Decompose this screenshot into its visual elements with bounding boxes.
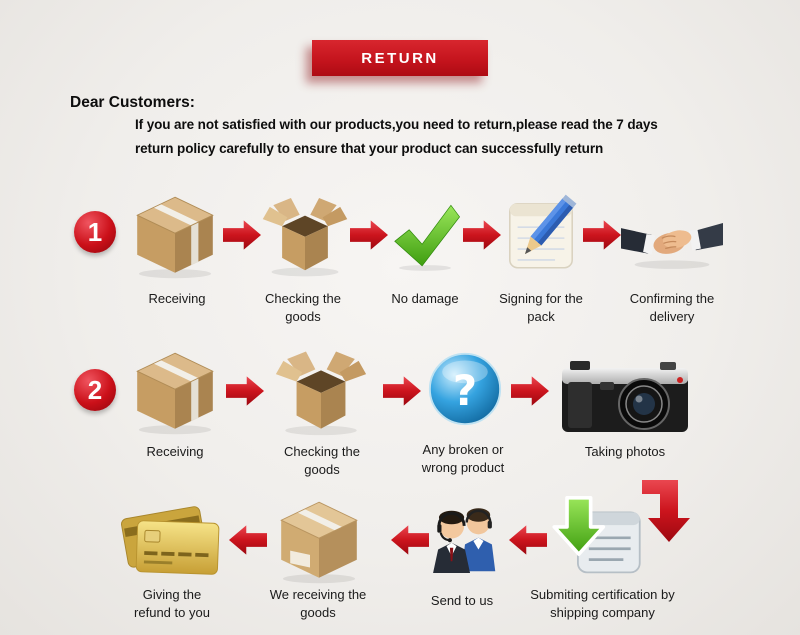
step-label: Receiving <box>146 444 204 459</box>
arrow-right-icon <box>226 375 264 407</box>
credit-cards-icon <box>120 500 224 578</box>
arrow-right-icon <box>223 219 261 251</box>
closed-box-icon <box>130 344 220 438</box>
notepad-pencil-icon <box>502 194 580 276</box>
step-label: Giving the refund to you <box>134 587 210 621</box>
open-box-icon <box>261 188 349 282</box>
step-label: Confirming the delivery <box>629 291 715 325</box>
question-glyph: ? <box>453 366 477 415</box>
salutation: Dear Customers: <box>70 94 195 111</box>
step-label: Checking the goods <box>265 291 341 325</box>
return-banner-label: RETURN <box>361 49 439 67</box>
arrow-left-icon <box>509 524 547 556</box>
check-icon <box>389 197 461 277</box>
arrow-left-icon <box>391 524 429 556</box>
arrow-right-icon <box>463 219 501 251</box>
intro-line-2: return policy carefully to ensure that y… <box>135 141 604 156</box>
step-label: Receiving <box>148 291 206 306</box>
handshake-icon <box>621 206 723 274</box>
step-number-2: 2 <box>87 374 103 405</box>
open-box-icon <box>274 342 368 440</box>
question-icon: ? <box>427 351 503 427</box>
arrow-right-icon <box>350 219 388 251</box>
return-banner: RETURN <box>312 40 488 76</box>
arrow-right-icon <box>511 375 549 407</box>
camera-icon <box>560 356 690 436</box>
arrow-down-icon <box>642 480 694 544</box>
step-number-1: 1 <box>87 216 103 247</box>
step-label: Any broken or wrong product <box>421 442 505 476</box>
step-label: Send to us <box>430 593 494 608</box>
step-label: Checking the goods <box>284 444 360 478</box>
arrow-right-icon <box>583 219 621 251</box>
arrow-left-icon <box>229 524 267 556</box>
step-number-badge-2: 2 <box>74 369 116 411</box>
closed-box-icon <box>274 494 364 586</box>
closed-box-icon <box>130 188 220 282</box>
support-agents-icon <box>423 490 507 582</box>
arrow-right-icon <box>383 375 421 407</box>
step-label: Taking photos <box>584 444 666 459</box>
step-label: We receiving the goods <box>269 587 367 621</box>
intro-line-1: If you are not satisfied with our produc… <box>135 117 658 132</box>
step-number-badge-1: 1 <box>74 211 116 253</box>
step-label: No damage <box>391 291 459 306</box>
step-label: Submiting certification by shipping comp… <box>530 587 675 621</box>
certification-icon <box>547 490 647 582</box>
step-label: Signing for the pack <box>499 291 583 325</box>
